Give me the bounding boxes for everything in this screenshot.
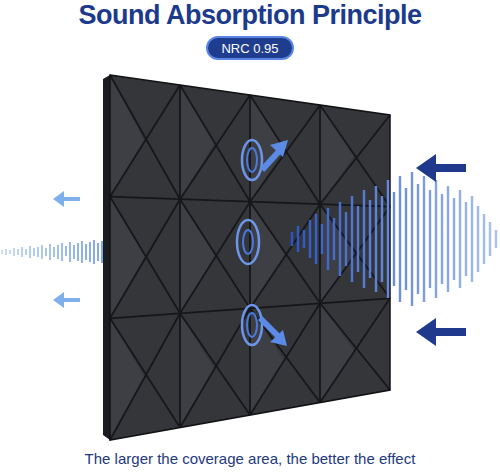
outgoing-arrows — [53, 191, 80, 308]
panel-facets — [110, 75, 355, 440]
badge-text: NRC 0.95 — [221, 41, 278, 56]
panel-outline — [110, 75, 390, 440]
panel-grooves — [110, 75, 390, 440]
diagram-caption: The larger the coverage area, the better… — [0, 450, 500, 468]
incoming-wave — [292, 172, 496, 306]
incoming-arrows — [416, 154, 466, 346]
transmitted-wave — [2, 240, 106, 264]
rating-badge: NRC 0.95 — [206, 36, 294, 60]
absorption-swirls — [237, 140, 288, 346]
acoustic-panel — [110, 75, 390, 440]
diagram-title: Sound Absorption Principle — [0, 0, 500, 30]
panel-edge — [103, 75, 110, 440]
